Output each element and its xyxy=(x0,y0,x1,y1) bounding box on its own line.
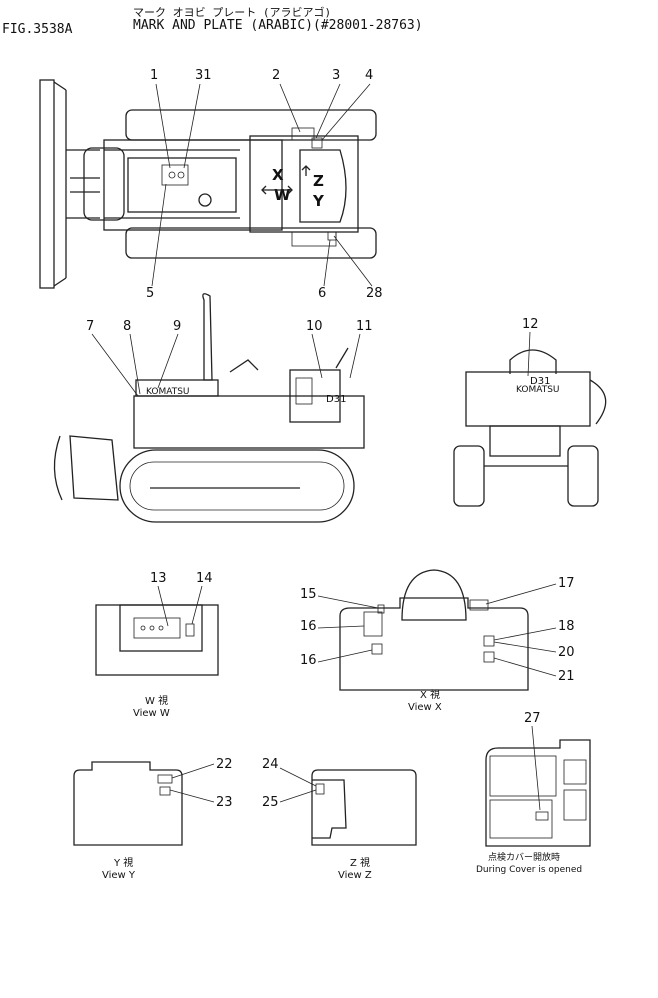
callout-16-view-x-left: 16 xyxy=(300,619,317,634)
callout-26: 25 xyxy=(262,795,279,810)
view-x-label: View X xyxy=(408,702,442,713)
view-w-label-jp: W 視 xyxy=(145,694,168,707)
callout-20: 18 xyxy=(558,619,575,634)
figure-title-japanese: マーク オヨビ プレート (アラビアゴ) xyxy=(133,6,332,19)
rear-view-drawing: KOMATSU D31 12 xyxy=(453,317,607,507)
cover-open-view-drawing: 27 点検カバー開放時 During Cover is opened xyxy=(476,711,591,875)
callout-28: 28 xyxy=(366,286,383,301)
callout-4: 4 xyxy=(365,68,373,83)
callout-16-view-x-right: 17 xyxy=(558,576,575,591)
callout-12: 12 xyxy=(522,317,539,332)
view-z-drawing: 24 25 Z 視 View Z xyxy=(262,757,417,881)
view-z-label-jp: Z 視 xyxy=(350,856,370,869)
callout-1: 1 xyxy=(150,68,158,83)
top-view-drawing xyxy=(39,79,377,289)
callout-6: 6 xyxy=(318,286,326,301)
view-x-drawing: 15 16 16 17 18 20 21 X 視 View X xyxy=(300,569,575,713)
view-w-label: View W xyxy=(133,708,170,719)
view-direction-markers: X W Z Y xyxy=(261,165,325,210)
view-marker-y: Y xyxy=(312,192,325,210)
cover-open-label: During Cover is opened xyxy=(476,865,582,875)
callout-9: 9 xyxy=(173,319,181,334)
callout-14: 14 xyxy=(196,571,213,586)
callout-7: 7 xyxy=(86,319,94,334)
view-w-drawing: 13 14 W 視 View W xyxy=(95,571,219,719)
callout-25: 24 xyxy=(262,757,279,772)
callout-24: 23 xyxy=(216,795,233,810)
view-x-label-jp: X 視 xyxy=(420,688,440,701)
figure-number: FIG.3538A xyxy=(2,22,73,37)
cover-open-label-jp: 点検カバー開放時 xyxy=(488,851,560,863)
callout-11: 11 xyxy=(356,319,373,334)
view-y-label-jp: Y 視 xyxy=(113,856,133,869)
callout-10: 10 xyxy=(306,319,323,334)
side-model-plate: D31 xyxy=(326,394,346,405)
callout-13: 13 xyxy=(150,571,167,586)
view-y-label: View Y xyxy=(102,870,136,881)
callout-27: 27 xyxy=(524,711,541,726)
callout-15: 15 xyxy=(300,587,317,602)
callout-2: 2 xyxy=(272,68,280,83)
view-z-label: View Z xyxy=(338,870,372,881)
callout-3: 3 xyxy=(332,68,340,83)
callout-22: 21 xyxy=(558,669,575,684)
rear-brand-plate: KOMATSU xyxy=(516,385,560,395)
figure-title: MARK AND PLATE (ARABIC)(#28001-28763) xyxy=(133,18,423,33)
side-view-callouts: 7 8 9 10 11 xyxy=(86,319,373,397)
view-marker-x: X xyxy=(272,166,284,184)
callout-23: 22 xyxy=(216,757,233,772)
callout-31: 31 xyxy=(195,68,212,83)
callout-8: 8 xyxy=(123,319,131,334)
rear-model-plate: D31 xyxy=(530,376,550,387)
side-view-drawing: KOMATSU D31 xyxy=(53,293,365,523)
view-y-drawing: 22 23 Y 視 View Y xyxy=(73,757,233,881)
view-marker-w: W xyxy=(274,186,291,204)
callout-5: 5 xyxy=(146,286,154,301)
view-marker-z: Z xyxy=(313,172,324,190)
side-brand-plate: KOMATSU xyxy=(146,387,190,397)
callout-21: 20 xyxy=(558,645,575,660)
callout-17: 16 xyxy=(300,653,317,668)
top-view-callouts: 1 31 2 3 4 5 6 28 xyxy=(146,68,383,301)
